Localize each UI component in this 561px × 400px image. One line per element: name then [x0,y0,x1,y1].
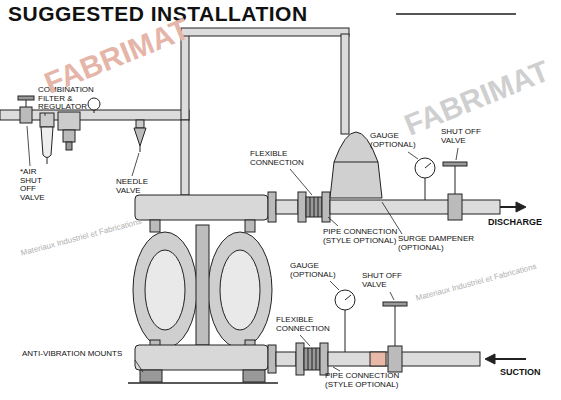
part-label: ANTI-VIBRATION MOUNTS [22,350,122,359]
flow-label: SUCTION [500,368,541,378]
watermark: FABRIMAT [40,13,194,100]
part-label: SHUT OFF VALVE [362,272,404,289]
part-label: PIPE CONNECTION (STYLE OPTIONAL) [325,372,409,389]
part-label: PIPE CONNECTION (STYLE OPTIONAL) [323,228,407,245]
watermark: Materiaux Industriel et Fabrications [20,218,142,259]
part-label: FLEXIBLE CONNECTION [276,316,340,333]
part-label: SURGE DAMPENER (OPTIONAL) [398,235,474,252]
watermark: Materiaux Industriel et Fabrications [415,263,537,304]
flow-label: DISCHARGE [488,218,542,228]
part-label: FLEXIBLE CONNECTION [250,150,314,167]
part-label: *AIR SHUT OFF VALVE [20,168,50,203]
part-label: SHUT OFF VALVE [441,128,483,145]
part-label: NEEDLE VALVE [116,178,152,195]
part-label: GAUGE (OPTIONAL) [290,262,340,279]
